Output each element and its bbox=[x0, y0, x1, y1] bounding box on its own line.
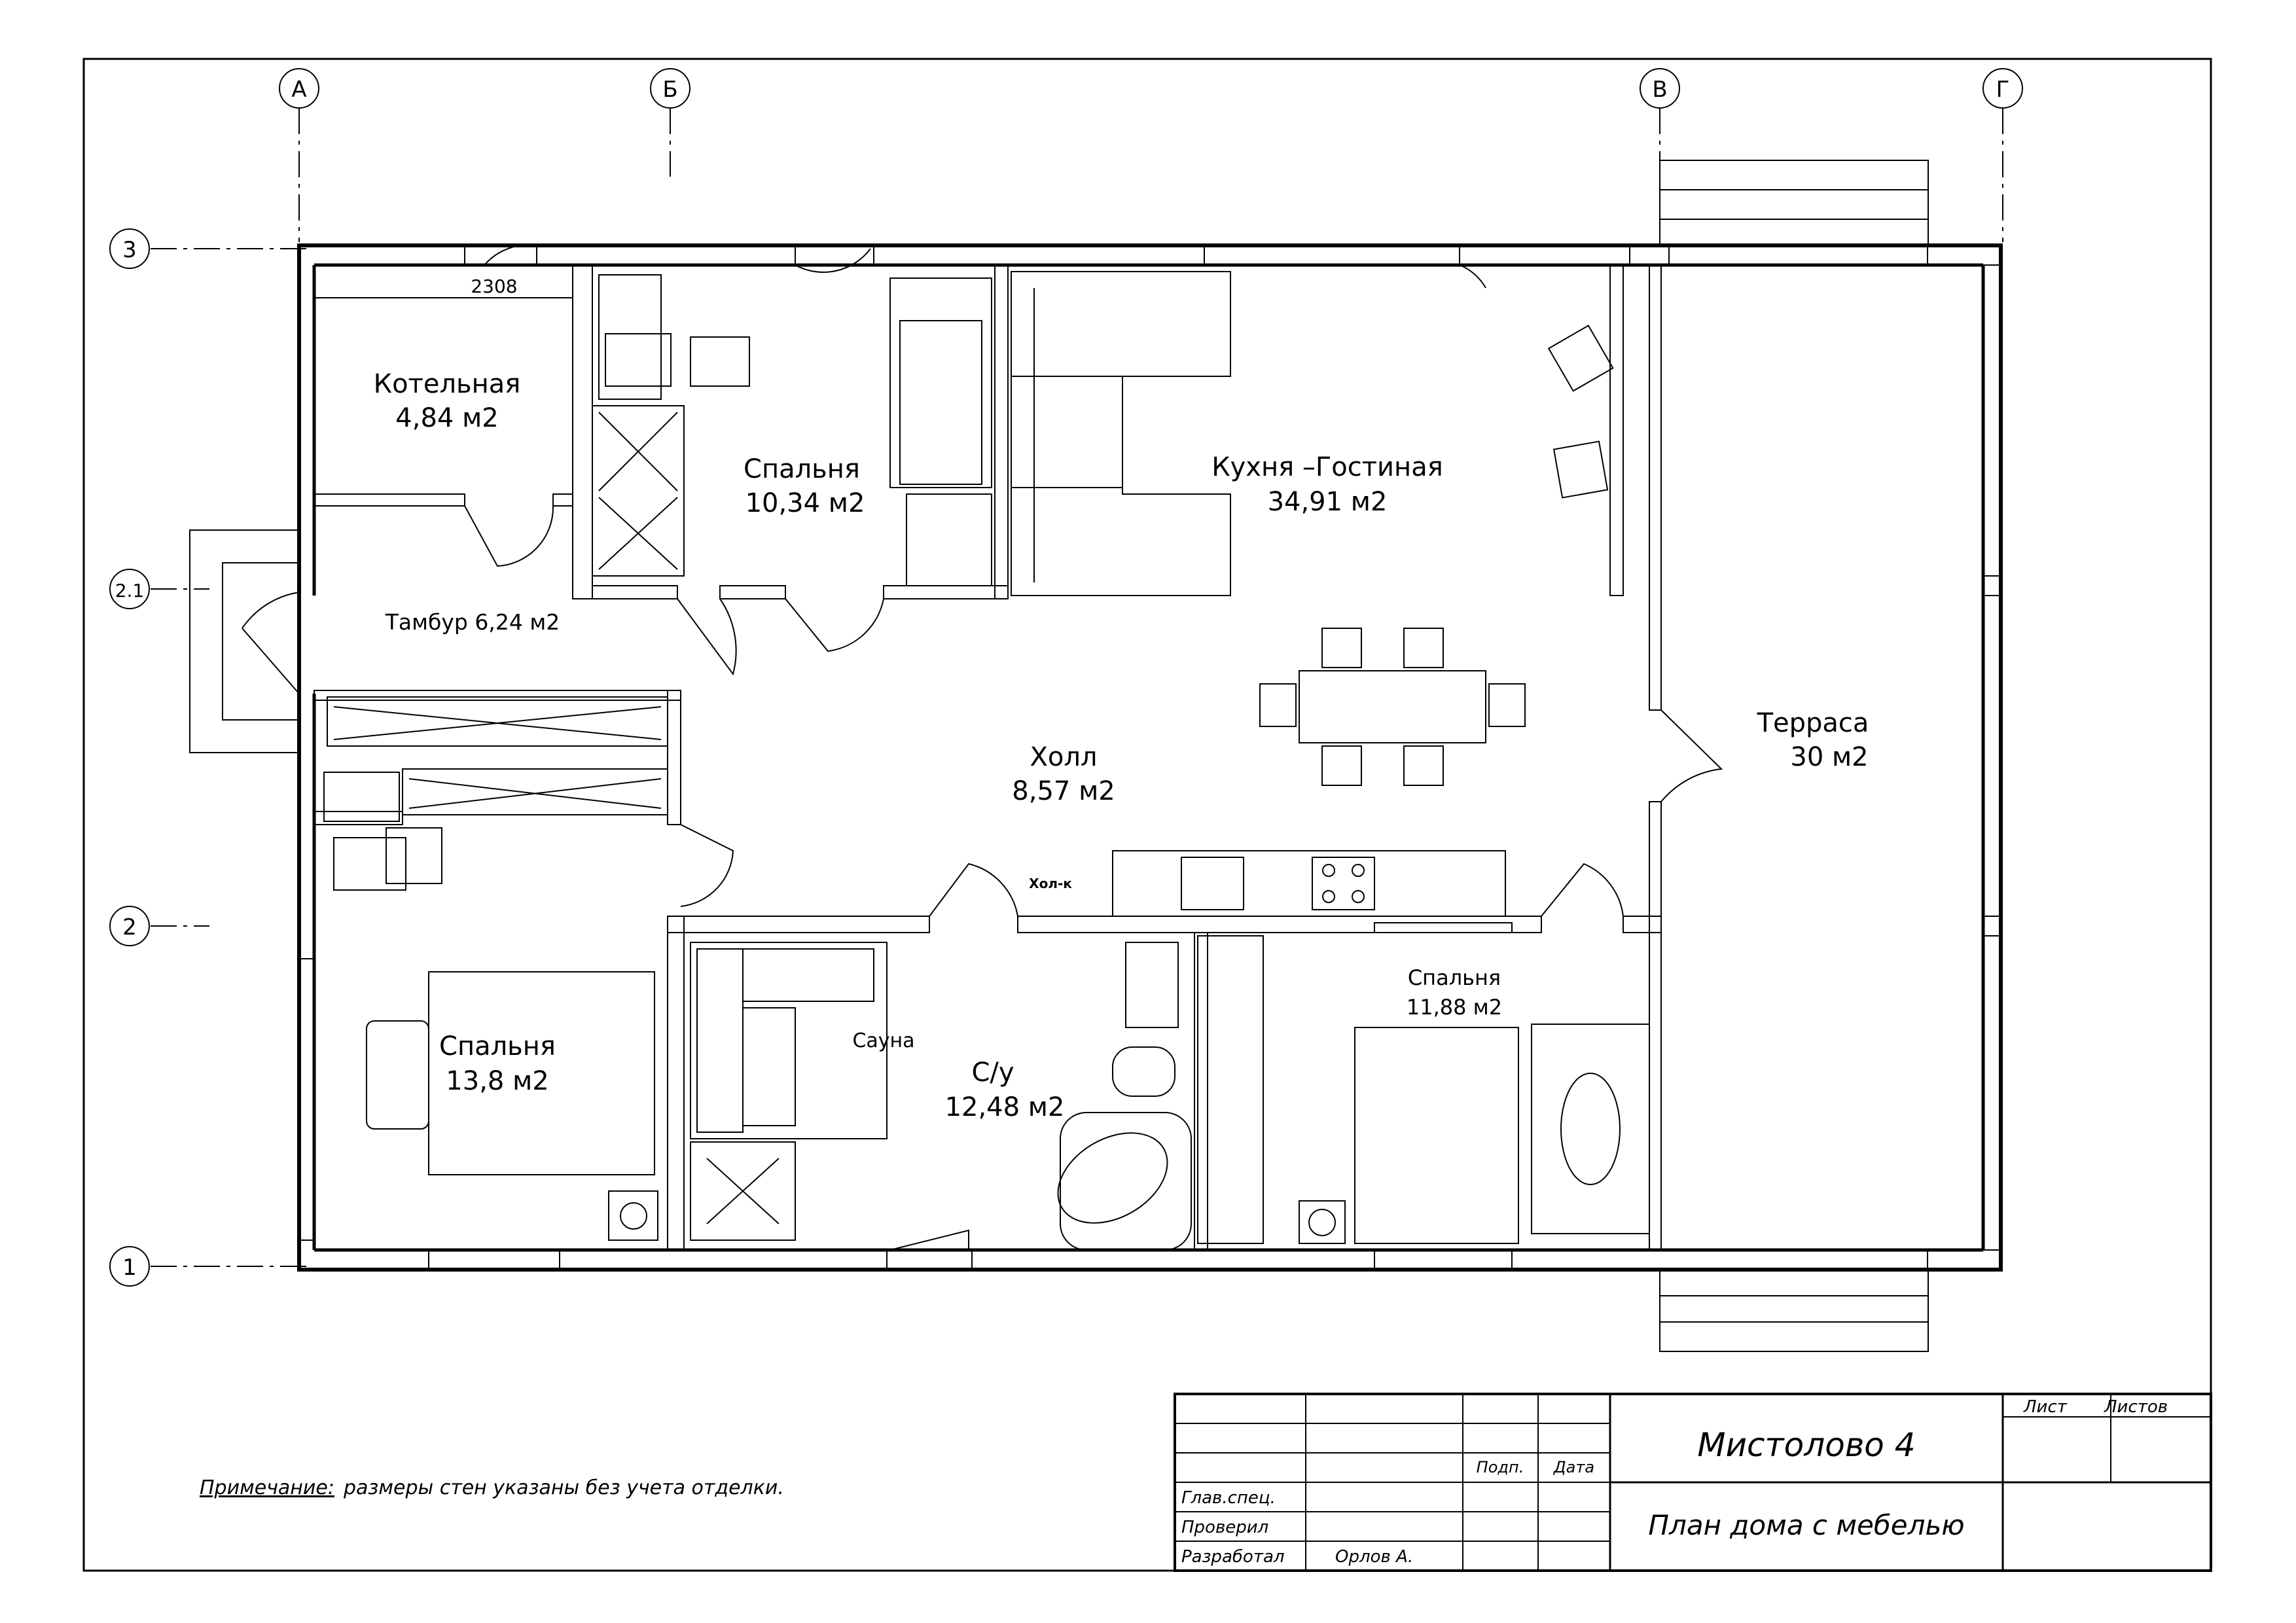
armchairs bbox=[1547, 325, 1614, 499]
svg-text:Г: Г bbox=[1996, 77, 2010, 103]
room-bedroom1-area: 10,34 м2 bbox=[745, 488, 865, 518]
bedroom3-furniture bbox=[1299, 922, 1650, 1244]
terrace-steps-bottom bbox=[1659, 1269, 1929, 1352]
entry-porch bbox=[189, 529, 300, 753]
note-text: размеры стен указаны без учета отделки. bbox=[343, 1476, 784, 1499]
interior-walls bbox=[314, 264, 1662, 1251]
axis-marker-a: А bbox=[279, 68, 319, 109]
svg-text:1: 1 bbox=[122, 1255, 137, 1281]
room-vestibule-name: Тамбур 6,24 м2 bbox=[385, 609, 560, 635]
axis-marker-g: Г bbox=[1982, 68, 2023, 109]
sheet-frame bbox=[82, 58, 2212, 1572]
sauna-benches bbox=[690, 942, 888, 1241]
room-hall-area: 8,57 м2 bbox=[1012, 776, 1115, 806]
axis-marker-b: Б bbox=[650, 68, 691, 109]
terrace-steps-top bbox=[1659, 160, 1929, 246]
room-kitchen-area: 34,91 м2 bbox=[1268, 487, 1388, 517]
axis-marker-2-1: 2.1 bbox=[109, 569, 150, 609]
note-label: Примечание: bbox=[200, 1476, 334, 1499]
sign-label: Подп. bbox=[1477, 1458, 1524, 1476]
door-swings bbox=[242, 244, 1723, 1251]
bedroom2-furniture bbox=[323, 772, 658, 1241]
author-name: Орлов А. bbox=[1335, 1547, 1413, 1567]
hall-wardrobes bbox=[327, 696, 668, 815]
room-bathroom-area: 12,48 м2 bbox=[945, 1092, 1065, 1122]
fridge-label: Хол-к bbox=[1029, 876, 1072, 891]
room-kitchen-name: Кухня –Гостиная bbox=[1211, 452, 1443, 482]
role-chief: Глав.спец. bbox=[1181, 1488, 1276, 1508]
role-checked: Проверил bbox=[1181, 1518, 1268, 1537]
svg-text:В: В bbox=[1652, 77, 1667, 103]
kitchen-counter bbox=[1112, 850, 1506, 917]
room-hall-name: Холл bbox=[1030, 742, 1097, 772]
room-bathroom-name: С/у bbox=[971, 1058, 1014, 1088]
svg-text:Б: Б bbox=[662, 77, 677, 103]
room-sauna-name: Сауна bbox=[852, 1029, 914, 1052]
room-bedroom2-name: Спальня bbox=[439, 1031, 556, 1061]
axis-marker-3: 3 bbox=[109, 228, 150, 269]
exterior-walls bbox=[297, 243, 2003, 1272]
title-block bbox=[1174, 1393, 2212, 1572]
axis-marker-2: 2 bbox=[109, 906, 150, 946]
svg-text:2.1: 2.1 bbox=[115, 580, 145, 601]
room-boiler-area: 4,84 м2 bbox=[395, 403, 498, 433]
living-sofa bbox=[1011, 271, 1231, 596]
project-name: Мистолово 4 bbox=[1697, 1426, 1915, 1464]
sheet-title: План дома с мебелью bbox=[1648, 1509, 1964, 1541]
room-bedroom3-area: 11,88 м2 bbox=[1407, 995, 1502, 1020]
svg-text:А: А bbox=[291, 77, 306, 103]
dining-table bbox=[1259, 628, 1526, 786]
room-boiler-name: Котельная bbox=[374, 369, 521, 399]
sheets-label: Листов bbox=[2104, 1397, 2168, 1417]
boiler-width-dimension: 2308 bbox=[314, 276, 573, 308]
room-bedroom2-area: 13,8 м2 bbox=[446, 1066, 548, 1096]
date-label: Дата bbox=[1553, 1458, 1594, 1476]
svg-text:3: 3 bbox=[122, 237, 137, 263]
room-terrace-name: Терраса bbox=[1757, 708, 1869, 738]
room-bedroom1-name: Спальня bbox=[744, 454, 860, 484]
sheet-label: Лист bbox=[2023, 1397, 2068, 1417]
svg-text:2: 2 bbox=[122, 914, 137, 940]
room-terrace-area: 30 м2 bbox=[1790, 742, 1868, 772]
dimension-label: 2308 bbox=[471, 276, 517, 297]
bedroom1-furniture bbox=[592, 274, 992, 586]
room-bedroom3-name: Спальня bbox=[1408, 965, 1501, 990]
axis-marker-v: В bbox=[1640, 68, 1680, 109]
axis-marker-1: 1 bbox=[109, 1246, 150, 1287]
bathroom-fixtures bbox=[1057, 935, 1264, 1251]
role-developed: Разработал bbox=[1181, 1547, 1285, 1567]
